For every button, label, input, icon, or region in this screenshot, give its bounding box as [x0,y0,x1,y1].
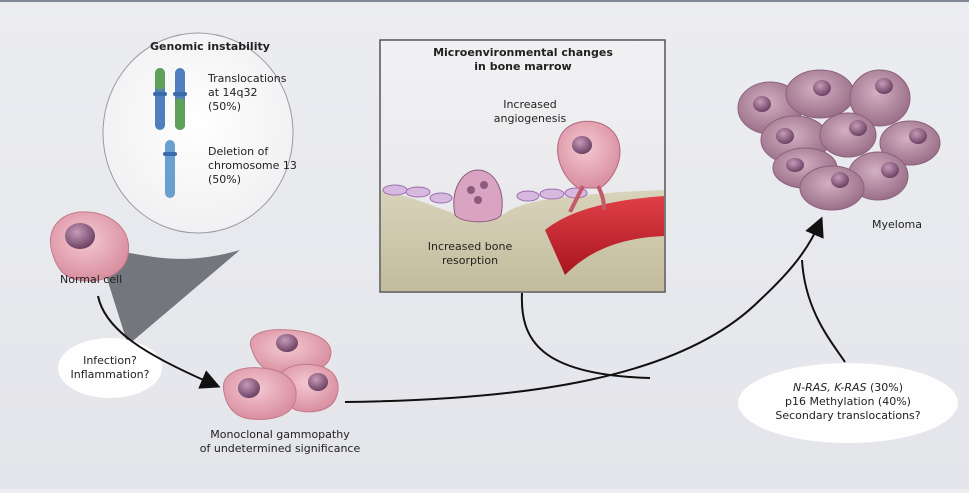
ras-genes: N-RAS, K-RAS [792,381,867,394]
deletion-line1: Deletion of [208,145,269,158]
mgus-line2: of undetermined significance [199,442,361,455]
mutations-line3: Secondary translocations? [775,409,921,422]
mgus-cells [223,329,339,420]
mutations-line1: N-RAS, K-RAS (30%) [748,381,948,395]
mutations-line2: p16 Methylation (40%) [785,395,911,408]
arrow-microenvironment [520,292,651,379]
top-border [0,0,969,2]
myeloma-cells [737,69,941,211]
bone-resorption-label: Increased bone resorption [405,240,535,268]
translocations-line1: Translocations [208,72,287,85]
infection-label: Infection? Inflammation? [58,354,162,382]
genomic-bubble [102,32,294,234]
myeloma-label: Myeloma [872,218,923,231]
bone-line2: resorption [441,254,499,267]
infection-line2: Inflammation? [70,368,150,381]
arrow-mgus-to-myeloma [344,216,824,403]
translocations-label: Translocations at 14q32 (50%) [208,72,286,114]
genomic-title: Genomic instability [150,40,270,53]
osteoclast-cell [453,169,503,223]
deletion-label: Deletion of chromosome 13 (50%) [208,145,297,187]
arrow-normal-to-mgus [97,295,221,389]
mgus-label: Monoclonal gammopathy of undetermined si… [175,428,385,456]
translocation-chromosomes-icon [153,68,187,130]
angiogenesis-cell [557,120,621,213]
microenvironment-title: Microenvironmental changes in bone marro… [392,46,654,74]
normal-cell-label: Normal cell [60,273,123,286]
translocations-line2: at 14q32 [208,86,258,99]
angiogenesis-label: Increased angiogenesis [475,98,585,126]
mutations-label: N-RAS, K-RAS (30%) p16 Methylation (40%)… [748,381,948,423]
normal-cell [50,211,130,282]
micro-title-line2: in bone marrow [474,60,572,73]
callout-wedge [98,250,240,345]
lining-cells [382,184,588,204]
arrow-mutations [801,259,846,363]
angio-line2: angiogenesis [493,112,567,125]
infection-line1: Infection? [83,354,137,367]
bone-line1: Increased bone [427,240,513,253]
mgus-line1: Monoclonal gammopathy [210,428,350,441]
ras-pct: (30%) [870,381,904,394]
infection-oval [58,338,162,398]
angio-line1: Increased [503,98,557,111]
mutations-oval [738,363,958,443]
translocations-pct: (50%) [208,100,242,113]
deletion-pct: (50%) [208,173,242,186]
micro-title-line1: Microenvironmental changes [433,46,613,59]
deletion-line2: chromosome 13 [208,159,297,172]
blood-vessel [545,196,664,275]
chromosome-13-icon [163,140,177,198]
